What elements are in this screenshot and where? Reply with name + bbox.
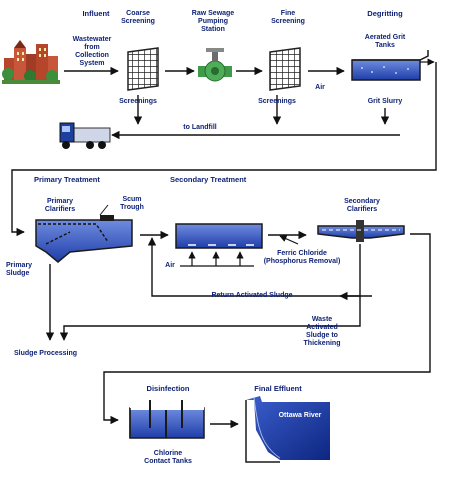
chlorine-contact-tanks-label: Chlorine Contact Tanks [144, 450, 192, 465]
primary-treatment-label: Primary Treatment [34, 175, 100, 184]
final-effluent-label: Final Effluent [254, 384, 302, 393]
primary-sludge-label: Primary Sludge [6, 262, 33, 277]
chlorine-contact-tank [129, 400, 205, 439]
river-outfall [245, 396, 330, 463]
to-landfill-label: to Landfill [183, 124, 217, 131]
secondary-clarifier-tank [317, 220, 405, 242]
coarse-screen-icon [127, 47, 159, 91]
screenings-fine-label: Screenings [258, 98, 296, 105]
grit-slurry-label: Grit Slurry [367, 98, 403, 105]
dump-truck-icon [59, 122, 111, 149]
sludge-processing-label: Sludge Processing [14, 350, 78, 357]
air-grit-label: Air [315, 84, 325, 91]
primary-clarifier-tank [35, 215, 133, 263]
ferric-chloride-label: Ferric Chloride (Phosphorus Removal) [263, 250, 341, 265]
scum-trough-label: Scum Trough [120, 196, 144, 211]
city-buildings-icon [2, 40, 60, 84]
influent-label: Influent [82, 9, 110, 18]
aerated-grit-tank [351, 50, 435, 81]
screenings-coarse-label: Screenings [119, 98, 157, 105]
secondary-clarifiers-label: Secondary Clarifiers [344, 198, 380, 213]
aeration-tank [175, 223, 263, 249]
wastewater-source-label: Wastewater from Collection System [72, 36, 112, 67]
degritting-label: Degritting [367, 9, 403, 18]
coarse-screening-label: Coarse Screening [121, 10, 155, 25]
raw-sewage-pumping-label: Raw Sewage Pumping Station [191, 10, 235, 33]
fine-screening-label: Fine Screening [271, 10, 305, 25]
waste-activated-sludge-label: Waste Activated Sludge to Thickening [303, 316, 341, 347]
air-aeration-label: Air [165, 262, 175, 269]
fine-screen-icon [269, 47, 301, 91]
disinfection-label: Disinfection [146, 384, 190, 393]
aerated-grit-tanks-label: Aerated Grit Tanks [364, 34, 406, 49]
valve-pump-icon [198, 48, 232, 82]
primary-clarifiers-label: Primary Clarifiers [44, 198, 76, 213]
secondary-treatment-label: Secondary Treatment [170, 175, 247, 184]
return-activated-sludge-label: Return Activated Sludge [211, 292, 293, 299]
ottawa-river-label: Ottawa River [278, 412, 322, 419]
